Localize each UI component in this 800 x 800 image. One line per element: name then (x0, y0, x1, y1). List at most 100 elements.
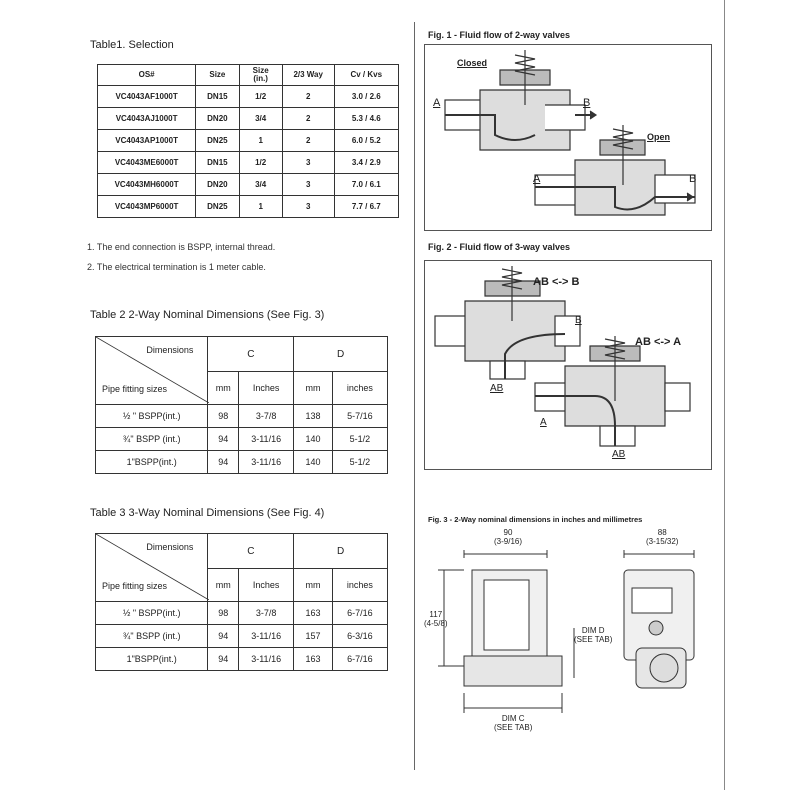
table-cell: 6-7/16 (331, 601, 389, 625)
table-cell: 1 (238, 129, 283, 152)
corner-bottom: Pipe fitting sizes (102, 384, 168, 394)
col-header: OS# (96, 64, 197, 86)
table-cell: 3 (281, 195, 335, 218)
two-way-dimensions-table: Dimensions Pipe fitting sizes C D mm Inc… (94, 336, 389, 474)
col-header: 2/3 Way (281, 64, 335, 86)
col-header: Size (in.) (238, 64, 283, 86)
closed-label: Closed (457, 58, 488, 68)
fig2-valve-drawing (434, 266, 691, 447)
actuator-body-right (623, 569, 695, 661)
table-cell: VC4043MP6000T (96, 195, 197, 218)
table-cell: 1"BSPP(int.) (94, 450, 209, 474)
group-d: D (293, 336, 388, 372)
table-cell: 94 (207, 450, 240, 474)
dim-c-label: DIM C (501, 714, 525, 723)
table1-title: Table1. Selection (90, 39, 174, 51)
unit: mm (293, 371, 333, 405)
corner-cell: Dimensions Pipe fitting sizes (94, 533, 209, 602)
table-cell: 138 (293, 404, 333, 428)
table-cell: 157 (293, 624, 333, 648)
dim-c: DIM C(SEE TAB) (494, 714, 532, 732)
table-cell: 3 (281, 173, 335, 196)
table-cell: 5-1/2 (331, 427, 389, 451)
corner-cell: Dimensions Pipe fitting sizes (94, 336, 209, 405)
table-cell: 5-7/16 (331, 404, 389, 428)
table-cell: 1 (238, 195, 283, 218)
table-cell: 3.0 / 2.6 (333, 85, 400, 108)
table-cell: 5.3 / 4.6 (333, 107, 400, 130)
fig1-title: Fig. 1 - Fluid flow of 2-way valves (428, 30, 571, 40)
table-cell: DN15 (195, 151, 240, 174)
col-header-size-in: Size (in.) (252, 66, 269, 83)
three-way-valve-1 (434, 266, 581, 380)
table-cell: VC4043AP1000T (96, 129, 197, 152)
ab-b-label: AB <-> B (533, 276, 580, 288)
port-ab-label-2: AB (612, 449, 626, 460)
table-cell: 3.4 / 2.9 (333, 151, 400, 174)
three-way-valve-2 (534, 336, 691, 447)
table-cell: 98 (207, 404, 240, 428)
table-cell: 163 (293, 601, 333, 625)
table-cell: 140 (293, 450, 333, 474)
table-cell: ¾" BSPP (int.) (94, 624, 209, 648)
table-cell: 94 (207, 624, 240, 648)
dim-88-in: (3-15/32) (646, 537, 679, 546)
table-cell: 98 (207, 601, 240, 625)
fig3-dimension-drawing (438, 550, 695, 713)
corner-top: Dimensions (146, 542, 194, 552)
port-b-label: B (583, 97, 591, 109)
table-cell: DN25 (195, 129, 240, 152)
dim-88: 88(3-15/32) (646, 528, 678, 546)
table-cell: 94 (207, 647, 240, 671)
open-label: Open (647, 132, 671, 142)
fig1-valve-drawing (444, 50, 696, 216)
table-cell: 3/4 (238, 107, 283, 130)
table-cell: VC4043AF1000T (96, 85, 197, 108)
port-b-label: B (575, 315, 582, 326)
table-cell: 3-11/16 (238, 427, 295, 451)
table-cell: DN20 (195, 173, 240, 196)
selection-table: OS# Size Size (in.) 2/3 Way Cv / Kvs VC4… (96, 64, 400, 218)
fig3-frame: 90(3-9/16) 88(3-15/32) 117(4-5/8) DIM D(… (424, 528, 710, 764)
port-a-label: A (433, 97, 441, 109)
port-a-label-open: A (533, 173, 541, 185)
unit: inches (331, 568, 389, 602)
unit: Inches (238, 568, 295, 602)
table-cell: 2 (281, 129, 335, 152)
group-c: C (207, 533, 295, 569)
table-cell: 5-1/2 (331, 450, 389, 474)
closed-valve (444, 50, 598, 151)
column-rule-left (414, 22, 415, 770)
dim-d-label: DIM D (581, 626, 605, 635)
unit: mm (207, 568, 240, 602)
dim-d: DIM D(SEE TAB) (574, 626, 612, 644)
open-valve (534, 125, 696, 216)
port-ab-label: AB (490, 383, 504, 394)
diagonal-line (96, 337, 209, 403)
table-cell: 3-11/16 (238, 450, 295, 474)
table-cell: 3-7/8 (238, 601, 295, 625)
table-cell: 6-3/16 (331, 624, 389, 648)
unit: inches (331, 371, 389, 405)
fig2-title: Fig. 2 - Fluid flow of 3-way valves (428, 242, 571, 252)
table-cell: 6-7/16 (331, 647, 389, 671)
group-c: C (207, 336, 295, 372)
diagonal-line (96, 534, 209, 600)
group-d: D (293, 533, 388, 569)
table-cell: 3-11/16 (238, 647, 295, 671)
table-cell: 6.0 / 5.2 (333, 129, 400, 152)
table-cell: 163 (293, 647, 333, 671)
table-cell: 1/2 (238, 151, 283, 174)
fig2-frame: AB <-> B AB <-> A B AB A AB (424, 260, 712, 470)
